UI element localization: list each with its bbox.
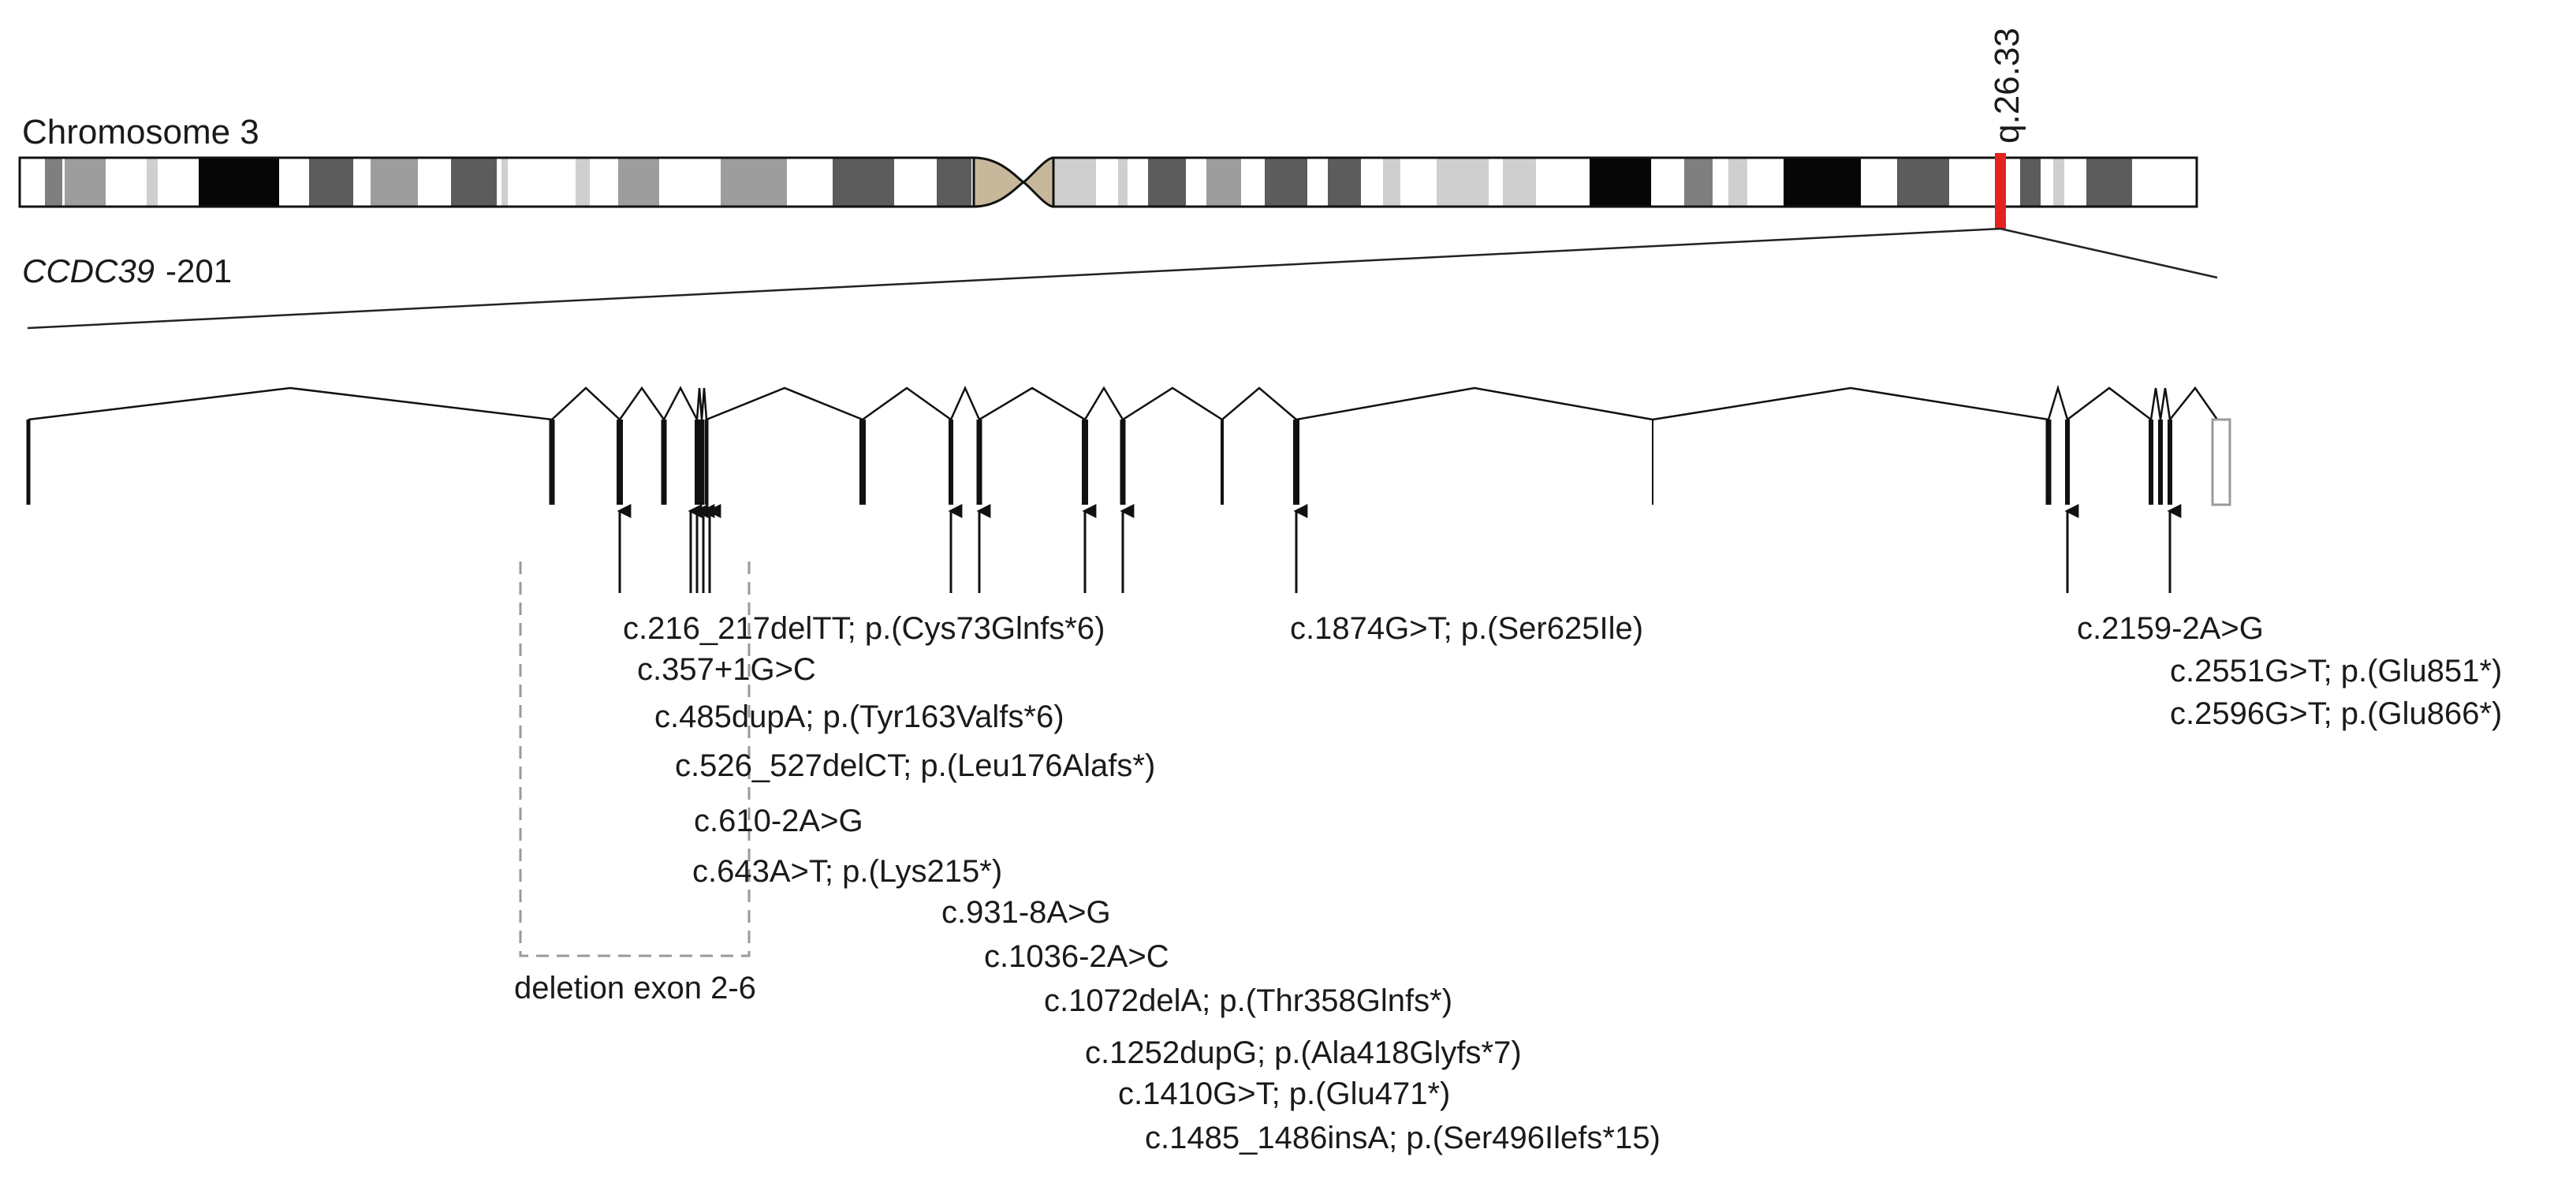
variant-label: c.1252dupG; p.(Ala418Glyfs*7) [1085, 1035, 1522, 1070]
transcript-id: -201 [166, 252, 232, 289]
variant-label: c.610-2A>G [694, 804, 863, 838]
variant-label: c.2596G>T; p.(Glu866*) [2170, 696, 2502, 731]
exon [2149, 420, 2153, 505]
exon [699, 420, 704, 505]
variant-label: c.526_527delCT; p.(Leu176Alafs*) [675, 748, 1155, 783]
variant-label: c.1036-2A>C [984, 939, 1169, 974]
variant-label: c.2551G>T; p.(Glu851*) [2170, 654, 2502, 688]
deletion-bracket [519, 562, 751, 957]
variant-label: c.2159-2A>G [2077, 611, 2264, 646]
exon [26, 420, 31, 505]
exon [704, 420, 709, 505]
chromosome-p-arm [18, 156, 975, 208]
exon [695, 420, 699, 505]
variant-label: c.1485_1486insA; p.(Ser496Ilefs*15) [1145, 1121, 1661, 1155]
intron-connector [28, 384, 2219, 423]
band-label: q.26.33 [1988, 28, 2026, 144]
chromosome-ideogram: Chromosome 3 [18, 28, 2198, 229]
exon [1293, 420, 1299, 505]
exon [2158, 420, 2163, 505]
exon [1082, 420, 1088, 505]
exon [2065, 420, 2070, 505]
gene-name: CCDC39 [22, 252, 155, 289]
variant-label: c.1874G>T; p.(Ser625Ile) [1290, 611, 1643, 646]
variant-label: c.643A>T; p.(Lys215*) [692, 854, 1002, 889]
band-highlight-marker [1995, 153, 2006, 229]
chromosome-q-arm [1052, 156, 2198, 208]
exon [2045, 420, 2052, 505]
exon [1652, 420, 1653, 505]
chromosome-title: Chromosome 3 [22, 113, 259, 151]
exon [976, 420, 982, 505]
variant-label: c.931-8A>G [941, 895, 1111, 930]
zoom-line-left [27, 227, 2001, 330]
exon [549, 420, 555, 505]
variant-label: c.357+1G>C [637, 652, 816, 687]
variant-label: c.1072delA; p.(Thr358Glnfs*) [1044, 983, 1452, 1018]
deletion-label: deletion exon 2-6 [514, 971, 756, 1006]
exon [859, 420, 866, 505]
variant-label: c.485dupA; p.(Tyr163Valfs*6) [654, 700, 1064, 734]
zoom-line-right [2000, 227, 2218, 279]
variant-label: c.216_217delTT; p.(Cys73Glnfs*6) [623, 611, 1105, 646]
gene-structure [26, 384, 2231, 506]
variant-arrows [617, 504, 2182, 593]
exon [617, 420, 623, 505]
utr-exon [2211, 418, 2231, 506]
deletion-region: deletion exon 2-6 [514, 562, 756, 1006]
gene-title: CCDC39 -201 [22, 252, 232, 289]
centromere [972, 156, 1055, 208]
exon [661, 420, 667, 505]
exon [1120, 420, 1126, 505]
exon [2168, 420, 2172, 505]
exon [1221, 420, 1224, 505]
exon [949, 420, 953, 505]
variant-label: c.1410G>T; p.(Glu471*) [1118, 1076, 1450, 1111]
variant-labels: c.216_217delTT; p.(Cys73Glnfs*6) c.357+1… [623, 611, 2502, 1155]
